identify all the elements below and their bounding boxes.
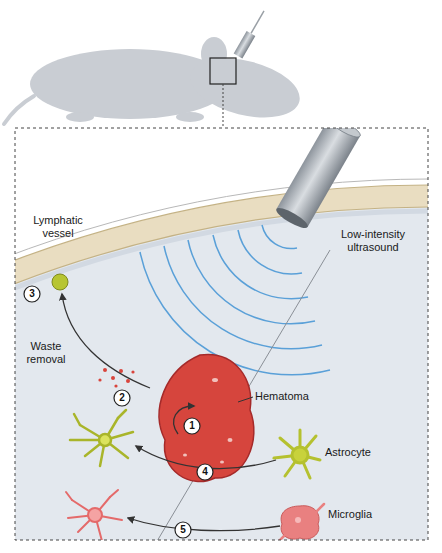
meninges [15,211,428,540]
mouse-foot [176,112,204,122]
probe-top [326,128,362,140]
text-label: Astrocyte [325,446,395,459]
lymphatic-vessel [52,274,68,290]
wave-arc [262,225,297,249]
probe-cable [251,11,264,34]
ultrasound-transducer [274,128,372,231]
cell-body [281,506,319,539]
callout-circle [197,464,213,480]
mouse-silhouette [4,37,306,128]
cell-process [110,490,118,497]
guide-line [150,250,330,540]
callout-number: 4 [197,464,213,480]
cell-process [118,410,126,418]
spot [212,378,218,382]
spot [228,438,233,442]
callout-circle [114,390,130,406]
probe-body [234,31,256,59]
mouse-foot [66,112,94,122]
ultrasound-waves [140,225,330,375]
callout-circles [24,286,213,538]
text-label: Waste removal [14,340,78,366]
zoom-box [15,128,428,540]
cell-body [99,434,111,446]
wave-arc [213,235,308,299]
text-label: Microglia [328,508,398,521]
callout-number: 2 [114,390,130,406]
waste-arrow [62,294,150,388]
microglia-right [276,504,324,540]
zoom-square [210,58,236,84]
cell-process [316,504,324,512]
callout-circle [24,286,40,302]
brain-section [15,128,428,540]
wave-arc [164,246,322,349]
skull-edge [15,207,428,540]
callout-number: 3 [24,286,40,302]
microglia-arrow [128,518,280,531]
spot [220,460,224,463]
cell-nucleus [295,517,301,523]
hematoma-spots [183,378,233,464]
callout-number: 5 [175,522,191,538]
particle [114,384,117,387]
particle [126,379,130,383]
wave-arc [238,230,302,274]
probe-face [274,205,310,232]
scalp-line [15,179,428,540]
astrocyte-right [274,430,320,478]
wave-arc [188,240,315,324]
zoom-line [223,84,224,128]
mini-probe [234,8,269,58]
wave-arc [140,252,330,375]
astrocyte-left [70,410,133,466]
particle [111,376,115,380]
cell-body [88,508,102,522]
particle [98,378,101,381]
cell-process [276,536,284,540]
text-label: Lymphatic vessel [20,214,96,240]
particle [131,370,134,373]
spot [183,453,187,456]
microglia-left [66,490,122,540]
mouse-ear [201,37,227,71]
skull-edge [15,185,428,540]
cell-process [66,492,72,500]
callout-circle [184,418,200,434]
cell-body [292,447,308,463]
callout-number: 1 [184,418,200,434]
skull-bone [15,196,428,540]
particle [103,368,107,372]
callout-circle [175,522,191,538]
leader-line [238,397,253,402]
text-label: Low-intensity ultrasound [330,228,416,254]
cell-process [74,414,80,425]
mouse-tail [4,96,34,124]
text-label: Hematoma [255,390,325,403]
